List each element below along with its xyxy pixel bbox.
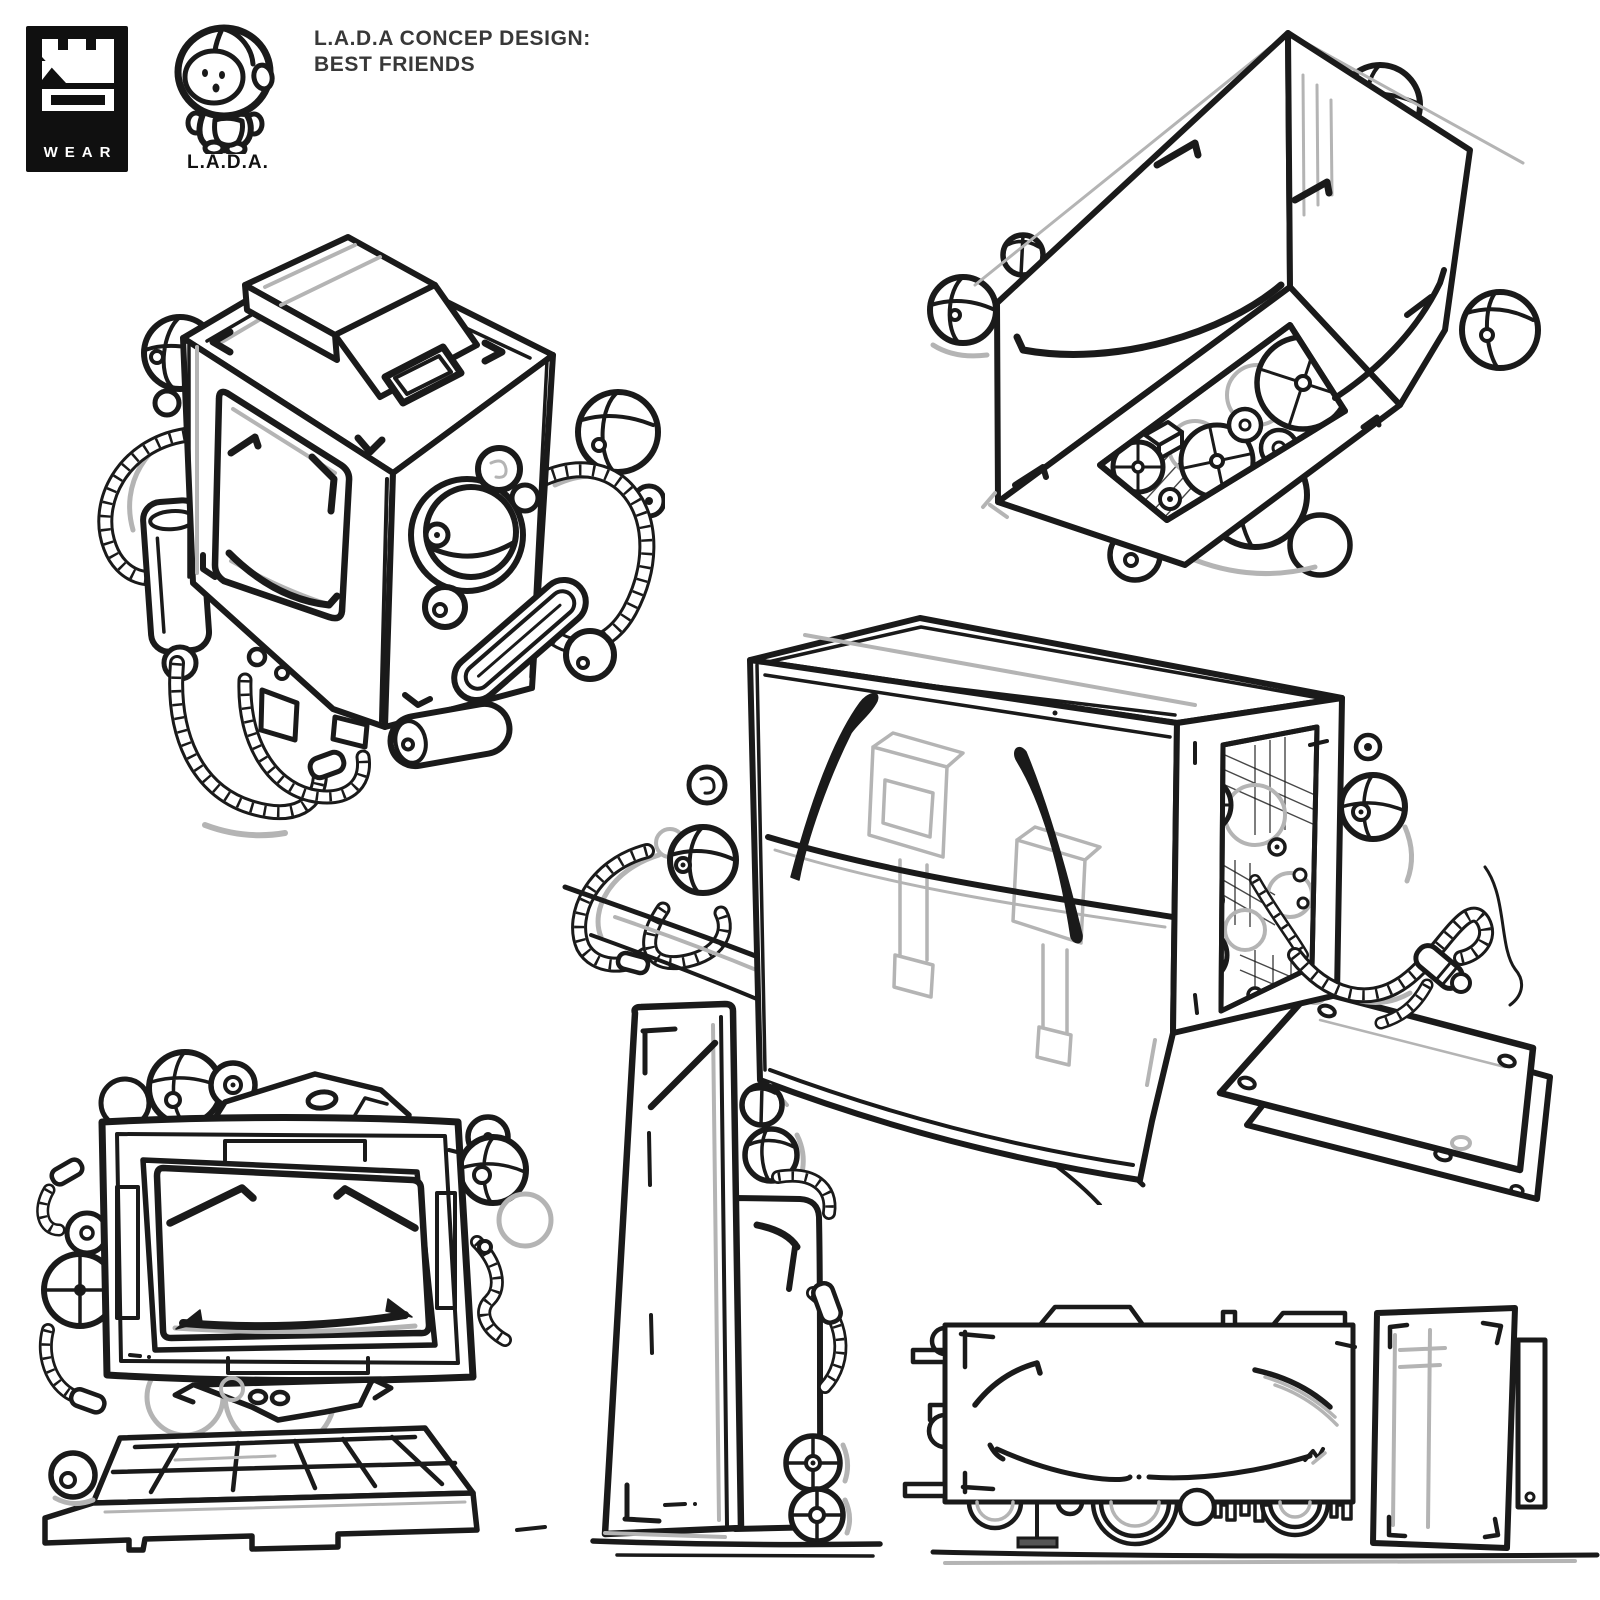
- box-left-cluster: [571, 764, 739, 976]
- mascot-body: [185, 109, 265, 154]
- monolith-sketch: [590, 1000, 883, 1558]
- cube-robot-sketch: [97, 234, 665, 839]
- cube-side-details: [387, 445, 589, 770]
- side-elevation-sketch: [902, 1304, 1600, 1565]
- elevation-body: [902, 1304, 1357, 1505]
- monolith-slab: [601, 1000, 745, 1538]
- wear-logo-label: WEAR: [43, 144, 118, 161]
- monolith-ground: [590, 1531, 883, 1558]
- sheet-title: L.A.D.A CONCEP DESIGN: BEST FRIENDS: [314, 26, 591, 78]
- elevation-face: [972, 1360, 1339, 1483]
- mascot-label: L.A.D.A.: [187, 152, 269, 173]
- paper-sheets: [1216, 986, 1553, 1202]
- wear-rook-icon: [26, 26, 128, 172]
- monitor-keyboard-sketch: [36, 1049, 554, 1553]
- mascot-helmet: [174, 24, 275, 120]
- box-right-back-cluster: [1338, 732, 1414, 884]
- box-open-side-sketch: [562, 615, 1553, 1205]
- wedge-body: [973, 30, 1525, 568]
- elevation-panels: [1370, 1305, 1548, 1551]
- cube-face: [211, 388, 353, 622]
- lada-mascot-icon: [174, 24, 275, 154]
- rook-glyph: [42, 39, 114, 111]
- box-right-cables: [1287, 865, 1524, 1030]
- keyboard: [42, 1425, 547, 1553]
- monitor-chin: [172, 1376, 394, 1423]
- wedge-marks: [981, 139, 1447, 523]
- elevation-undercarriage: [966, 1487, 1353, 1549]
- monitor-frame: [98, 1114, 477, 1385]
- monitor-face: [166, 1184, 419, 1331]
- wedge-underside-sketch: [927, 30, 1541, 583]
- elevation-ground: [930, 1549, 1600, 1565]
- title-line-2: BEST FRIENDS: [314, 53, 476, 76]
- box-mesh-panel: [1193, 724, 1329, 1015]
- box-face: [765, 692, 1176, 1067]
- title-line-1: L.A.D.A CONCEP DESIGN:: [314, 27, 591, 50]
- box-body: [747, 615, 1345, 1183]
- monolith-robot-behind: [732, 1082, 853, 1544]
- cube-top-hatch: [242, 234, 480, 407]
- pencil-underdrawing: [867, 731, 1102, 1067]
